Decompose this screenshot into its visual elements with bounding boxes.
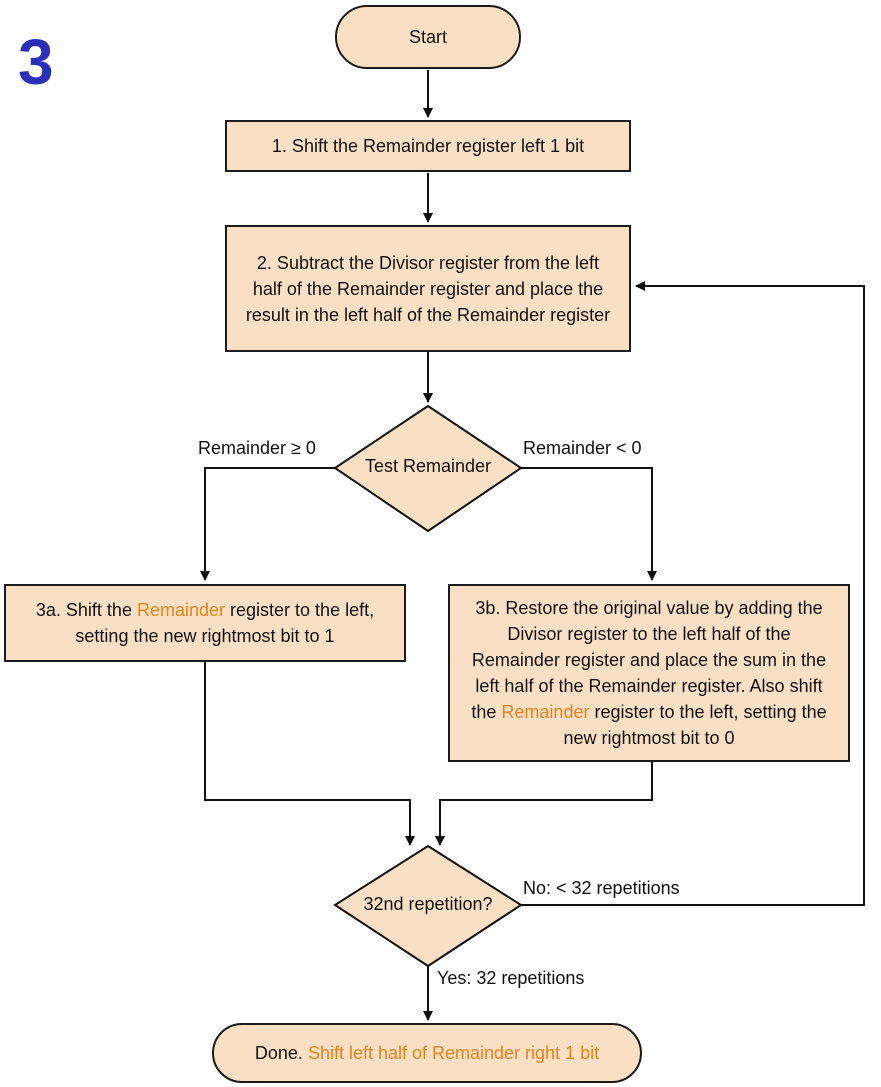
test-remainder-diamond [333,404,523,533]
step3b-text-pre: 3b. Restore the original value by adding… [471,598,827,722]
step2-box: 2. Subtract the Divisor register from th… [225,225,631,352]
start-label: Start [408,27,447,47]
step1-label: 1. Shift the Remainder register left 1 b… [271,136,585,156]
test-remainder-label: Test Remainder [364,456,492,476]
step2-label: 2. Subtract the Divisor register from th… [245,252,611,325]
step3a-text-post: register to the left, setting the new ri… [75,600,375,646]
step3b-box: 3b. Restore the original value by adding… [448,584,850,762]
edge-label-remainder-ge-0: Remainder ≥ 0 [198,438,316,458]
repetition-diamond [333,844,523,968]
step3a-box: 3a. Shift the Remainder register to the … [4,584,406,662]
repetition-label: 32nd repetition? [363,894,493,914]
done-text-highlight: Shift left half of Remainder right 1 bit [307,1043,600,1063]
done-terminal: Done. Shift left half of Remainder right… [212,1023,642,1083]
step3a-text-highlight: Remainder [136,600,226,620]
step3a-text-pre: 3a. Shift the [35,600,137,620]
edge-label-remainder-lt-0: Remainder < 0 [523,438,642,458]
step1-box: 1. Shift the Remainder register left 1 b… [225,120,631,172]
step3b-text-highlight: Remainder [501,702,590,722]
done-label: Done. Shift left half of Remainder right… [255,1040,599,1066]
arrow-test-to-step3b [518,467,657,581]
start-terminal: Start [335,5,521,69]
edge-label-yes: Yes: 32 repetitions [437,968,585,988]
step3b-label: 3b. Restore the original value by adding… [464,595,834,751]
arrow-test-to-step3a [200,467,335,581]
arrow-repeat-loop-to-step2 [521,281,865,906]
arrow-step3b-to-repeat [435,762,653,846]
step-number-badge: 3 [18,26,54,98]
edge-label-no: No: < 32 repetitions [523,878,680,898]
step3a-label: 3a. Shift the Remainder register to the … [22,597,388,649]
done-text-pre: Done. [254,1043,308,1063]
arrow-step3a-to-repeat [204,662,415,846]
step3b-text-post: register to the left, setting the new ri… [563,702,827,748]
